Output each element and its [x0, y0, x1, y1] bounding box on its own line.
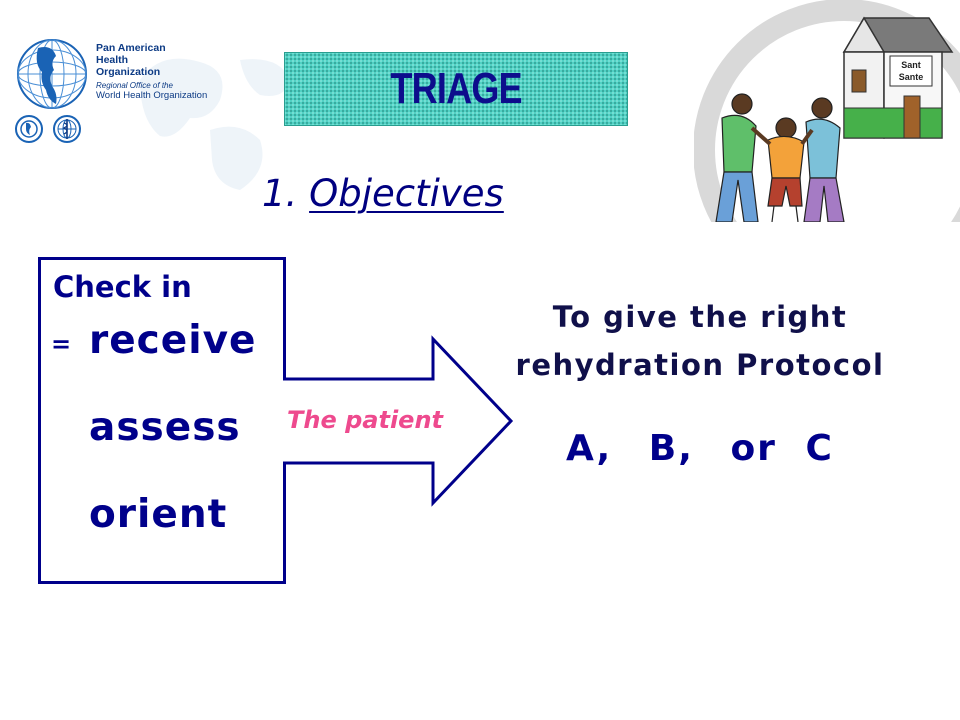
- patient-label: The patient: [287, 406, 443, 434]
- clinic-house-icon: Sant Sante: [842, 16, 954, 139]
- protocol-options: A, B, or C: [566, 428, 834, 469]
- step-orient: orient: [89, 492, 228, 537]
- protocol-option-or: or: [730, 428, 777, 469]
- world-map-watermark: [120, 40, 300, 200]
- slide-title: TRIAGE: [390, 64, 522, 113]
- protocol-option-b: B,: [648, 428, 694, 469]
- parent-org-text: World Health Organization: [96, 90, 208, 101]
- right-arrow-icon: [283, 335, 514, 507]
- who-emblem-icon: [53, 115, 81, 143]
- org-name-line-2: Health: [96, 54, 129, 66]
- goal-line-2: rehydration Protocol: [515, 348, 885, 382]
- org-name-line-1: Pan American: [96, 42, 166, 54]
- step-assess: assess: [89, 405, 241, 450]
- sign-line-2: Sante: [899, 72, 924, 82]
- title-banner: TRIAGE: [284, 52, 628, 126]
- equals-sign: =: [51, 330, 72, 358]
- section-label: Objectives: [309, 172, 504, 215]
- paho-emblem-icon: [15, 115, 43, 143]
- step-receive: receive: [89, 318, 257, 363]
- protocol-option-a: A,: [566, 428, 613, 469]
- paho-globe-icon: [17, 39, 87, 109]
- goal-line-1: To give the right: [552, 300, 848, 334]
- people-helping-patient-icon: [715, 93, 845, 222]
- check-in-box: Check in = receive assess orient: [38, 257, 286, 584]
- protocol-option-c: C: [805, 428, 834, 469]
- section-number: 1.: [262, 172, 298, 215]
- regional-office-text: Regional Office of the: [96, 81, 173, 90]
- check-in-label: Check in: [53, 270, 192, 304]
- section-heading: 1. Objectives: [262, 172, 504, 215]
- org-name-line-3: Organization: [96, 66, 161, 78]
- paho-logo: Pan American Health Organization Regiona…: [12, 34, 222, 144]
- sign-line-1: Sant: [901, 60, 921, 70]
- clinic-illustration: Sant Sante: [694, 0, 960, 222]
